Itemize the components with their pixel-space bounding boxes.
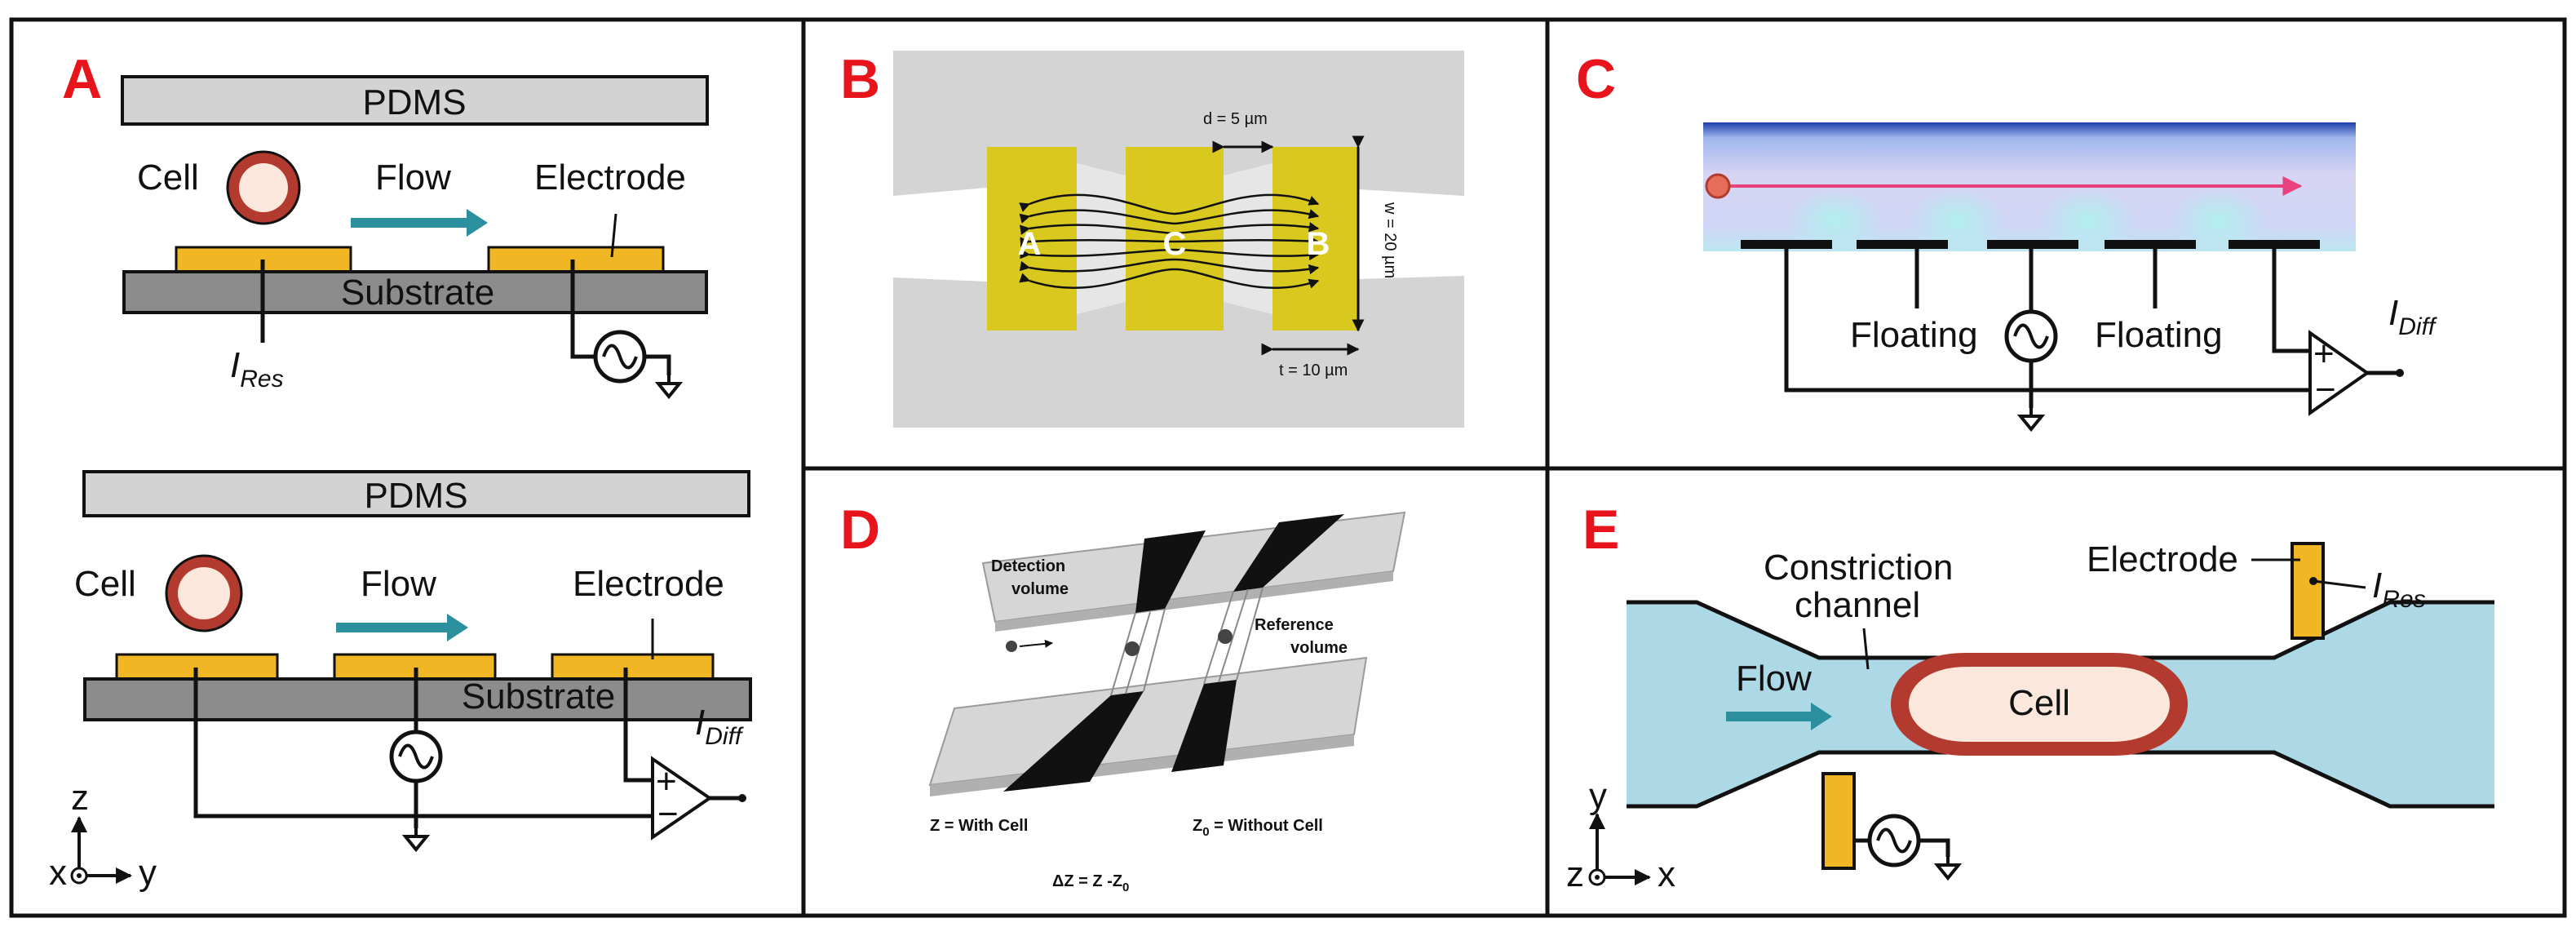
flow-arrow: [1726, 703, 1832, 730]
panel-frames: [9, 17, 2567, 918]
current-diff: IDiff: [695, 703, 744, 750]
svg-text:z: z: [71, 778, 89, 818]
svg-text:−: −: [657, 794, 679, 834]
panel-b: B A C B d = 5 µm w = 20 µm t = 10 µm: [840, 48, 1464, 428]
electrode-label-b: B: [1307, 226, 1330, 262]
cell-label: Cell: [74, 564, 136, 604]
current-res: IRes: [2372, 566, 2426, 613]
panel-a-bottom: PDMS Cell Flow Electrode Substrate + −: [74, 470, 752, 851]
constriction-label-1: Constriction: [1764, 548, 1953, 588]
diff-amplifier: [651, 756, 713, 841]
floating-left: Floating: [1850, 315, 1978, 355]
cell: [1705, 173, 1731, 199]
pdms-label: PDMS: [364, 476, 467, 516]
svg-text:z: z: [1566, 854, 1584, 894]
dim-thickness: t = 10 µm: [1279, 362, 1348, 379]
ground-icon: [2019, 405, 2043, 431]
electrodes: [1741, 240, 2320, 249]
svg-text:−: −: [2315, 370, 2336, 410]
panel-e-letter: E: [1582, 499, 1619, 561]
svg-text:+: +: [656, 761, 677, 801]
electrode-right: [487, 246, 665, 273]
electrode-top: [2291, 542, 2325, 640]
electrode-label: Electrode: [573, 564, 724, 604]
panel-c-letter: C: [1576, 48, 1616, 110]
svg-text:y: y: [1589, 776, 1607, 816]
flow-label: Flow: [361, 564, 436, 604]
detection-label-1: Detection: [991, 557, 1065, 575]
current-diff: IDiff: [2388, 293, 2437, 340]
pdms-label: PDMS: [362, 82, 466, 122]
electrode-label: Electrode: [534, 158, 686, 197]
svg-text:x: x: [49, 853, 67, 893]
svg-text:x: x: [1658, 854, 1675, 894]
floating-right: Floating: [2095, 315, 2223, 355]
without-cell-label: Z0 = Without Cell: [1193, 817, 1323, 839]
svg-text:+: +: [2313, 334, 2335, 374]
ac-source: [392, 732, 440, 781]
substrate-label: Substrate: [462, 677, 615, 717]
ground-icon: [1936, 854, 1960, 880]
panel-d-letter: D: [840, 499, 880, 561]
dim-width: w = 20 µm: [1381, 202, 1399, 278]
constriction-label-2: channel: [1795, 585, 1920, 625]
current-res: IRes: [230, 345, 284, 393]
panel-e: E Cell Flow Constriction channel Electro…: [1566, 499, 2494, 894]
ac-source: [1870, 816, 1919, 865]
ac-source: [2007, 312, 2056, 361]
panel-b-letter: B: [840, 48, 880, 110]
electrode-label-a: A: [1018, 226, 1042, 262]
panel-a-top: PDMS Cell Flow Electrode Substrate IRes: [121, 75, 709, 398]
pdms-layer: [82, 470, 750, 517]
flow-label: Flow: [1736, 659, 1812, 699]
panel-d: D Detection volume Reference volume Z = …: [840, 499, 1406, 894]
delta-z-label: ΔZ = Z -Z0: [1052, 872, 1129, 894]
electrode-3: [551, 653, 715, 681]
axes-indicator: z y x: [49, 778, 157, 893]
axes-indicator: y x z: [1566, 776, 1675, 894]
electrode-label-c: C: [1163, 226, 1187, 262]
dim-gap: d = 5 µm: [1203, 110, 1268, 128]
substrate: [122, 270, 708, 314]
electrode-bottom: [1821, 772, 1856, 870]
reference-label-2: volume: [1290, 639, 1348, 657]
ground-icon: [404, 825, 428, 851]
diff-amplifier: [2308, 330, 2370, 416]
with-cell-label: Z = With Cell: [930, 817, 1028, 835]
reference-label-1: Reference: [1255, 616, 1334, 634]
flow-label: Flow: [375, 158, 451, 197]
cell-label: Cell: [2008, 683, 2070, 723]
substrate-label: Substrate: [341, 273, 494, 313]
panel-c: C Floating Floating + − IDiff: [1576, 48, 2437, 431]
panel-a-letter: A: [62, 48, 102, 110]
svg-text:y: y: [139, 853, 157, 893]
electrode-label: Electrode: [2087, 539, 2238, 579]
field-lines: [1019, 193, 1320, 289]
detection-label-2: volume: [1011, 580, 1069, 598]
cell-label: Cell: [137, 158, 199, 197]
ground-icon: [657, 372, 681, 398]
flow-arrow: [351, 209, 488, 237]
panel-a: A PDMS Cell Flow Electrode Substrate IRe…: [49, 48, 752, 893]
pdms-layer: [121, 75, 709, 126]
ac-source: [595, 332, 644, 381]
flow-arrow: [336, 614, 468, 641]
